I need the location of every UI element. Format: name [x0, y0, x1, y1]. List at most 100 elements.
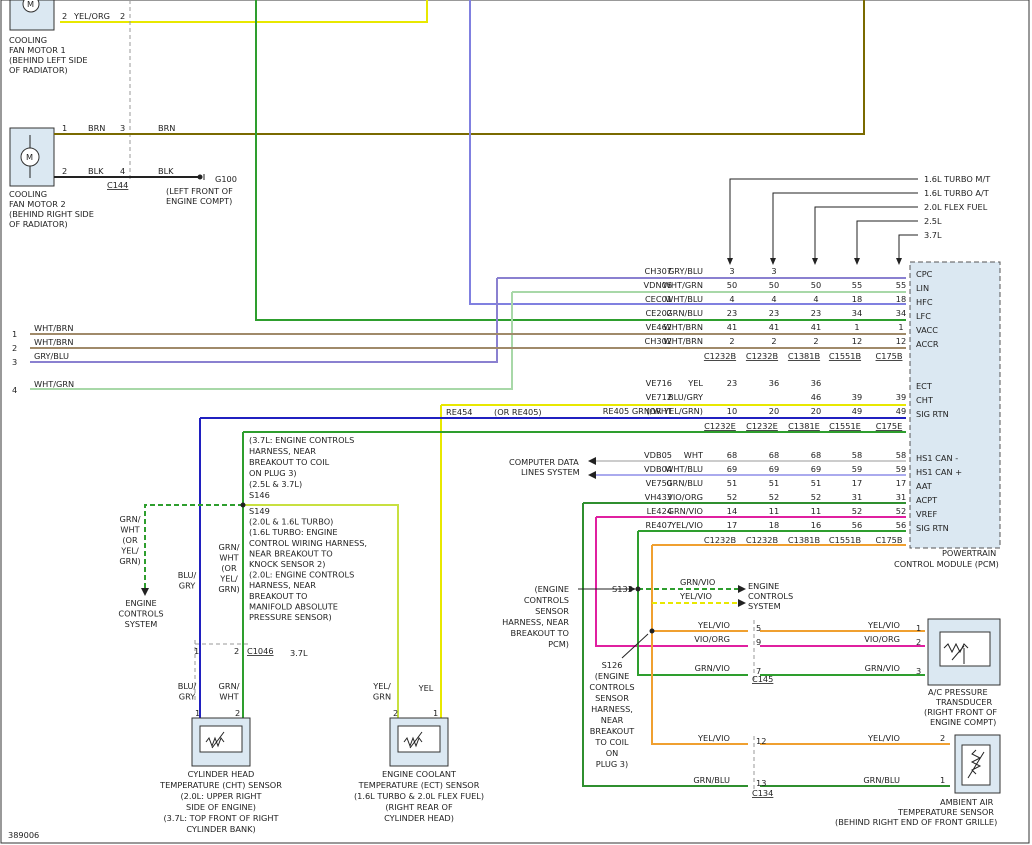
cht-label-line: (3.7L: TOP FRONT OF RIGHT	[163, 813, 279, 823]
ac-label: A/C PRESSURE	[928, 687, 988, 697]
circuit-label: VDB05	[644, 450, 672, 460]
left-grn-label: GRN/	[120, 514, 141, 524]
engine-controls-label: CONTROLS	[118, 609, 163, 619]
pin-number: 49	[896, 406, 906, 416]
pin-number: 23	[811, 308, 821, 318]
fan2-label: OF RADIATOR)	[9, 219, 68, 229]
wire-color-label: YEL/VIO	[670, 520, 703, 530]
pin-number: 50	[769, 280, 779, 290]
s149-note-line: PRESSURE SENSOR)	[249, 612, 332, 622]
s133-target: CONTROLS	[748, 591, 793, 601]
splice-s126	[649, 628, 655, 634]
pin-number: 12	[852, 336, 862, 346]
pcm-label: CONTROL MODULE (PCM)	[894, 559, 999, 569]
c145-pin: 5	[756, 623, 761, 633]
ground-label: G100	[215, 174, 237, 184]
pin-number: 2	[771, 336, 776, 346]
pin-number: 10	[727, 406, 737, 416]
ac-label: ENGINE COMPT)	[930, 717, 996, 727]
pcm-pin-name: ACPT	[916, 495, 938, 505]
splice-s146	[240, 502, 246, 508]
left-wire-color: WHT/BRN	[34, 323, 73, 333]
c145-wire-label: VIO/ORG	[864, 634, 900, 644]
pin-number: 52	[896, 506, 906, 516]
splice-s133	[635, 586, 641, 592]
s126-note-line: HARNESS,	[591, 704, 633, 714]
c134-wire-label: GRN/BLU	[693, 775, 730, 785]
ect-label-line: ENGINE COOLANT	[382, 769, 457, 779]
wire-yel-vio-sigrtn	[651, 544, 906, 745]
grn-wht-or-label: GRN/	[219, 542, 240, 552]
connector-label: C1232E	[746, 421, 778, 431]
ect-pin: 2	[393, 708, 398, 718]
fan2-wire-label: BLK	[88, 166, 104, 176]
pcm-pin-name: CPC	[916, 269, 933, 279]
s146-note-line: (2.5L & 3.7L)	[249, 479, 302, 489]
circuit-label: VH433	[645, 492, 672, 502]
ect-pin: 1	[433, 708, 438, 718]
s126-note-line: S126	[602, 660, 623, 670]
s146-note-line: ON PLUG 3)	[249, 468, 297, 478]
connector-label: C1551E	[829, 421, 861, 431]
left-wire-color: WHT/GRN	[34, 379, 74, 389]
blu-gry-label: GRY	[179, 581, 197, 591]
pin-number: 34	[852, 308, 862, 318]
ect-wire-label: GRN	[373, 692, 391, 702]
computer-data-label: COMPUTER DATA	[509, 457, 579, 467]
pcm-pin-name: AAT	[916, 481, 933, 491]
wire-color-label: WHT/BLU	[665, 464, 703, 474]
pcm-pin-name: SIG RTN	[916, 409, 949, 419]
pin-number: 68	[769, 450, 779, 460]
pcm-label: POWERTRAIN	[942, 548, 996, 558]
wire-vio-org-acpt	[595, 516, 906, 647]
left-grn-label: WHT	[120, 525, 140, 535]
c145-wire-label: YEL/VIO	[697, 620, 730, 630]
left-wire-num: 1	[12, 329, 17, 339]
svg-text:M: M	[27, 0, 34, 9]
pin-number: 34	[896, 308, 906, 318]
c145-wire-label: GRN/VIO	[695, 663, 730, 673]
s133-note-line: SENSOR	[535, 606, 569, 616]
s146-note-line: HARNESS, NEAR	[249, 446, 316, 456]
pin-number: 2	[813, 336, 818, 346]
ac-pin: 3	[916, 666, 921, 676]
fan2-label: COOLING	[9, 189, 47, 199]
pin-number: 17	[896, 478, 906, 488]
s126-note-line: PLUG 3)	[596, 759, 628, 769]
variant-arrows	[727, 178, 918, 265]
pin-number: 2	[729, 336, 734, 346]
wire-color-label: GRN/VIO	[668, 506, 703, 516]
pin-number: 16	[811, 520, 821, 530]
pin-number: 50	[727, 280, 737, 290]
pin-number: 68	[811, 450, 821, 460]
fan1-pin: 2	[62, 11, 67, 21]
pin-number: 52	[769, 492, 779, 502]
s149-note-line: MANIFOLD ABSOLUTE	[249, 601, 338, 611]
pin-number: 69	[769, 464, 779, 474]
wire-yel-grn-ect	[243, 504, 399, 718]
cht-label-line: CYLINDER HEAD	[188, 769, 255, 779]
ground-g100	[197, 174, 203, 180]
fan2-cpin: 4	[120, 166, 125, 176]
wire-color-label: WHT	[684, 450, 704, 460]
ground-label: ENGINE COMPT)	[166, 196, 232, 206]
connector-label: C1232B	[704, 351, 737, 361]
pcm-pin-name: HS1 CAN -	[916, 453, 958, 463]
ac-label: (RIGHT FRONT OF	[924, 707, 997, 717]
wire-color-label: BLU/GRY	[668, 392, 704, 402]
connector-label: C1551B	[829, 535, 862, 545]
ect-label-line: (RIGHT REAR OF	[385, 802, 453, 812]
pin-number: 56	[852, 520, 862, 530]
left-wire-num: 3	[12, 357, 17, 367]
pin-number: 51	[811, 478, 821, 488]
s133-target: SYSTEM	[748, 601, 781, 611]
pin-number: 4	[813, 294, 818, 304]
pin-number: 52	[852, 506, 862, 516]
circuit-label: VE750	[646, 478, 672, 488]
pin-number: 41	[811, 322, 821, 332]
circuit-label: LE424	[647, 506, 672, 516]
